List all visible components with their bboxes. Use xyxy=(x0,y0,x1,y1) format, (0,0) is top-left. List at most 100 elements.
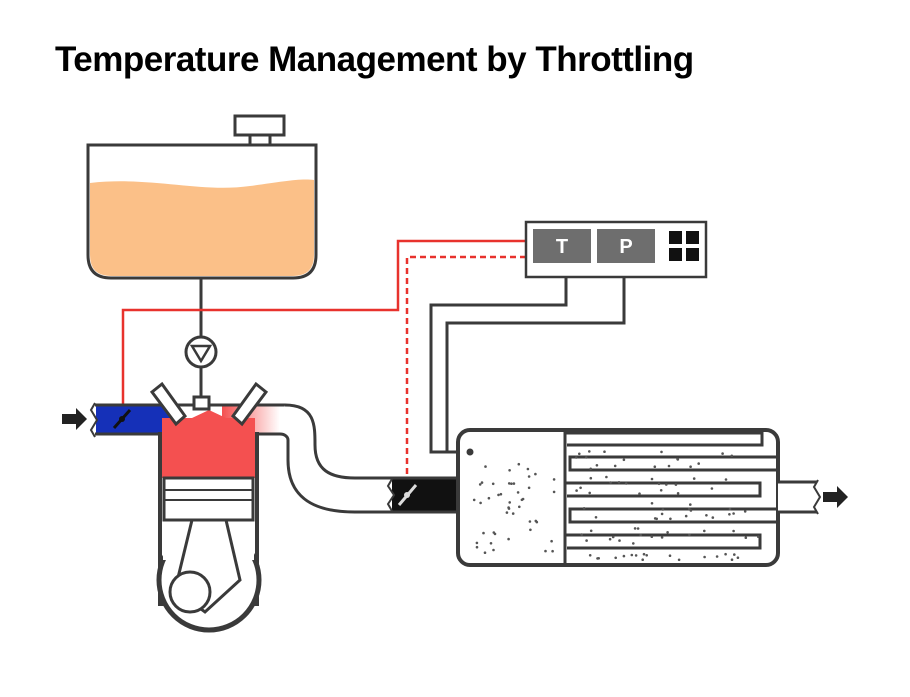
soot-particle xyxy=(597,557,600,560)
controller: T P xyxy=(524,220,708,279)
soot-particle xyxy=(657,482,661,486)
soot-particle xyxy=(668,554,672,557)
soot-particle xyxy=(497,493,500,497)
soot-particle xyxy=(715,555,719,558)
soot-particle xyxy=(472,498,476,502)
exhaust-valve xyxy=(230,381,269,427)
soot-particle xyxy=(511,512,515,515)
soot-particle xyxy=(703,555,706,559)
soot-particle xyxy=(687,507,691,511)
soot-particle xyxy=(483,551,487,554)
soot-particle xyxy=(674,483,678,486)
soot-particle xyxy=(669,517,672,521)
soot-particle xyxy=(676,492,680,495)
soot-particle xyxy=(584,456,588,459)
soot-particle xyxy=(710,487,714,490)
soot-particle xyxy=(534,519,538,523)
soot-particle xyxy=(676,458,680,461)
soot-particle xyxy=(582,507,586,510)
soot-particle xyxy=(475,541,479,545)
soot-particle xyxy=(507,506,510,509)
soot-particle xyxy=(526,467,530,471)
soot-particle xyxy=(736,556,740,559)
soot-particle xyxy=(605,475,608,479)
temperature-signal-line xyxy=(121,239,526,416)
soot-particle xyxy=(655,517,658,521)
soot-particle xyxy=(492,531,496,534)
soot-particle xyxy=(645,554,648,557)
soot-particle xyxy=(480,481,484,484)
soot-particle xyxy=(743,510,747,513)
fuel-tank xyxy=(86,114,318,280)
pressure-display xyxy=(597,229,655,263)
soot-particle xyxy=(711,516,715,519)
soot-particle xyxy=(475,545,479,549)
soot-particle xyxy=(642,552,646,556)
soot-particle xyxy=(688,533,691,536)
soot-particle xyxy=(482,531,485,535)
sensor-point xyxy=(466,448,474,456)
soot-particle xyxy=(585,539,588,542)
soot-particle xyxy=(659,489,663,492)
soot-particle xyxy=(724,552,727,556)
soot-particle xyxy=(641,558,644,561)
intake-throttle-icon xyxy=(112,409,132,429)
soot-particle xyxy=(508,501,512,504)
soot-particle xyxy=(684,514,688,518)
soot-particle xyxy=(677,558,681,562)
soot-particle xyxy=(552,478,556,481)
soot-particle xyxy=(721,452,724,455)
exhaust-throttle-icon xyxy=(397,484,418,506)
soot-particle xyxy=(732,512,735,515)
injector xyxy=(192,395,211,411)
soot-particle xyxy=(512,482,516,485)
soot-particle xyxy=(660,536,664,539)
exhaust-throttle-signal-line xyxy=(405,255,526,485)
soot-particle xyxy=(521,497,525,501)
soot-particle xyxy=(617,481,621,484)
soot-particle xyxy=(733,553,736,556)
soot-particle xyxy=(528,520,532,523)
soot-particle xyxy=(618,539,621,542)
soot-particles xyxy=(472,450,760,562)
soot-particle xyxy=(622,458,626,462)
soot-particle xyxy=(510,482,513,486)
soot-particle xyxy=(589,476,593,480)
combustion-chamber xyxy=(162,410,255,478)
soot-particle xyxy=(689,465,692,469)
soot-particle xyxy=(491,482,495,486)
soot-particle xyxy=(633,527,637,530)
soot-particle xyxy=(580,533,583,536)
outlet-arrow-icon xyxy=(823,486,848,508)
soot-particle xyxy=(579,486,582,490)
engine xyxy=(149,381,269,633)
soot-particle xyxy=(595,464,599,467)
soot-particle xyxy=(614,556,617,560)
soot-particle xyxy=(544,549,547,553)
filter-channels xyxy=(565,431,776,550)
inlet-arrow-icon xyxy=(62,408,87,430)
exhaust-box xyxy=(456,428,780,567)
soot-particle xyxy=(630,553,634,557)
soot-particle xyxy=(484,465,487,468)
soot-particle xyxy=(508,469,511,472)
soot-particle xyxy=(697,462,700,465)
soot-particle xyxy=(636,527,640,530)
soot-particle xyxy=(703,529,706,533)
soot-particle xyxy=(507,537,510,541)
soot-particle xyxy=(661,508,665,511)
soot-particle xyxy=(478,483,482,486)
soot-particle xyxy=(499,492,503,496)
soot-particle xyxy=(724,478,728,481)
soot-particle xyxy=(529,528,532,532)
soot-particle xyxy=(487,496,491,500)
soot-particle xyxy=(689,503,692,506)
temperature-display xyxy=(533,229,591,263)
temperature-sensor-wire xyxy=(429,277,568,454)
soot-particle xyxy=(527,475,531,478)
soot-particle xyxy=(666,531,669,534)
soot-particle xyxy=(732,529,735,533)
soot-particle xyxy=(534,472,537,476)
soot-particle xyxy=(518,505,521,509)
